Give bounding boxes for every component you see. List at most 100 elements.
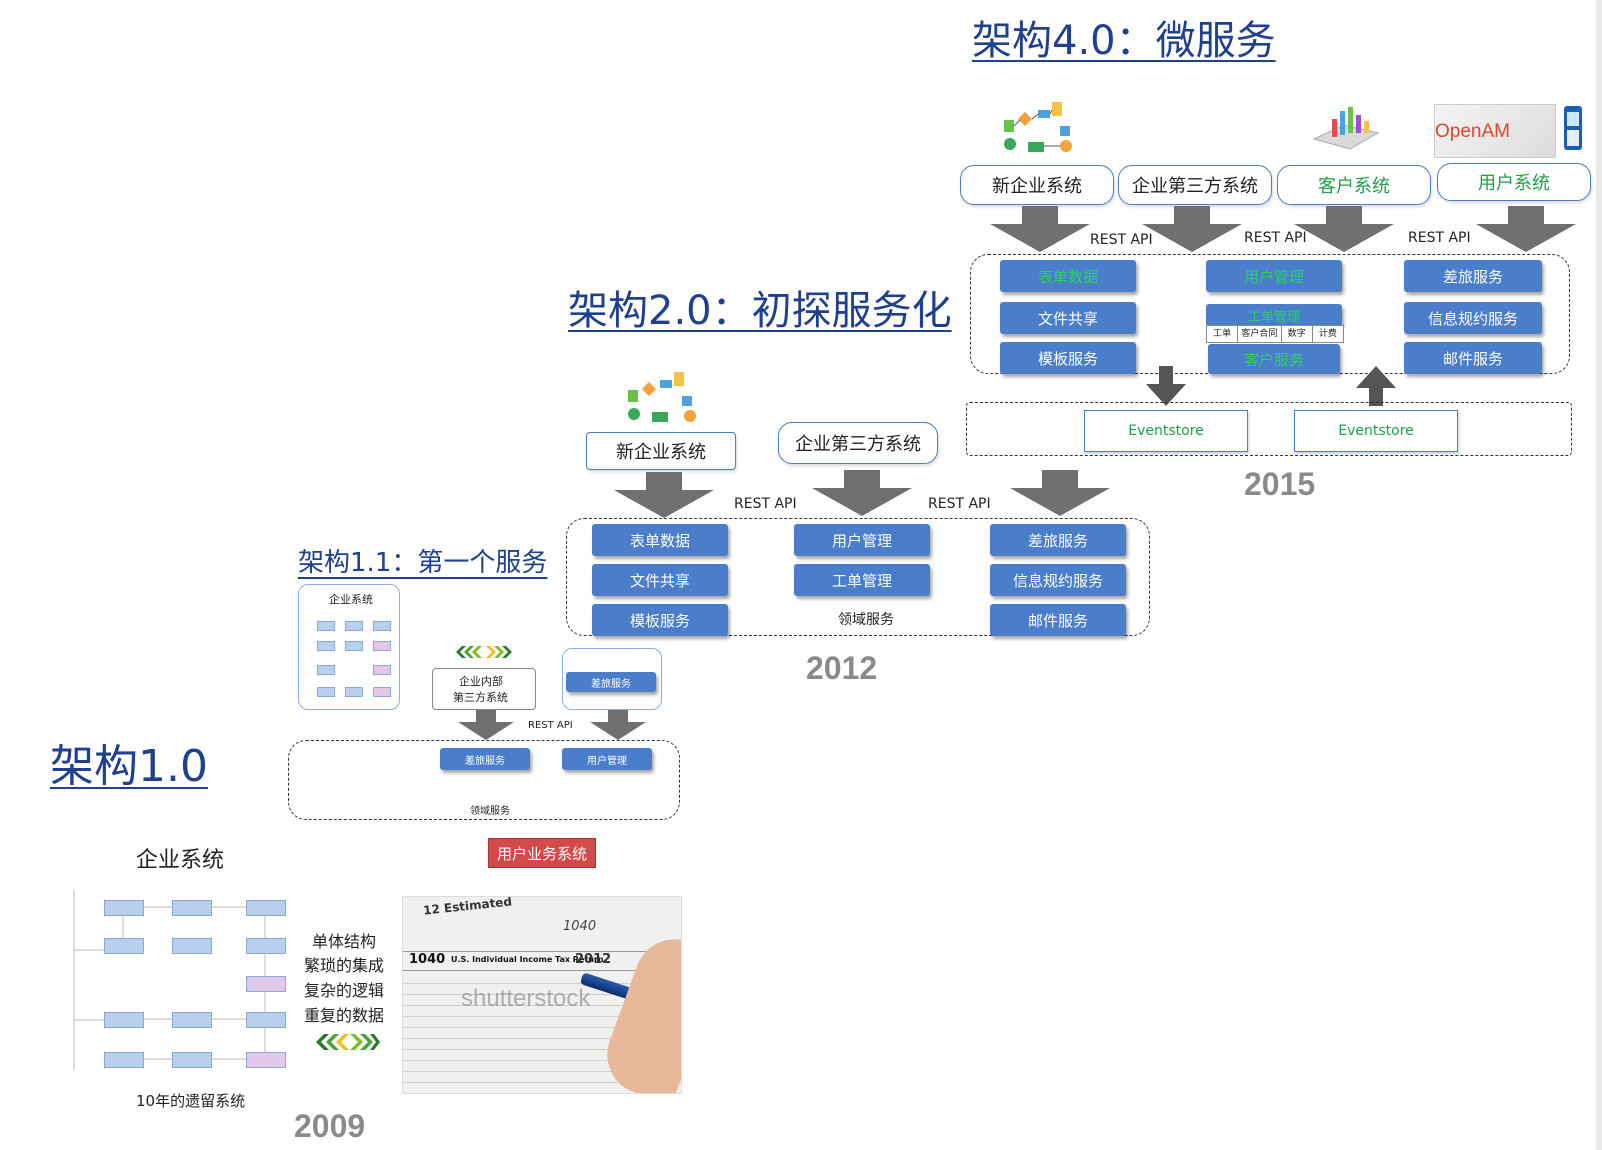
flow-node [104, 938, 144, 954]
flow-node [246, 900, 286, 916]
enterprise-flow-icon [1004, 102, 1072, 152]
eventstore-box[interactable]: Eventstore [1084, 410, 1248, 452]
flow-node [172, 938, 212, 954]
service-forms-20[interactable]: 表单数据 [592, 524, 728, 556]
bullet-logic: 复杂的逻辑 [304, 981, 385, 1000]
system-customer-40[interactable]: 客户系统 [1277, 165, 1431, 205]
chart-tablet-icon [1312, 107, 1380, 150]
flow-node [104, 1052, 144, 1068]
subtag-ticket: 工单 [1207, 326, 1239, 342]
rest-api-label: REST API [528, 720, 573, 731]
tax-form-title: U.S. Individual Income Tax Return [451, 955, 604, 964]
system-new-enterprise-20[interactable]: 新企业系统 [586, 432, 736, 470]
rest-api-label: REST API [1408, 230, 1471, 246]
subtag-contract: 客户合同 [1238, 326, 1282, 342]
arrow-down-icon [1010, 470, 1110, 516]
tax-form-image: 12 Estimated 1040 1040 U.S. Individual I… [402, 896, 682, 1094]
arrow-down-icon [1146, 366, 1186, 406]
service-forms-40[interactable]: 表单数据 [1000, 260, 1136, 292]
arch20-title: 架构2.0：初探服务化 [568, 288, 952, 334]
mobile-phone-icon [1564, 106, 1582, 150]
enterprise-system-heading: 企业系统 [136, 848, 225, 873]
enterprise-flow-icon [628, 372, 696, 422]
rest-api-label: REST API [1090, 232, 1153, 248]
bullet-data: 重复的数据 [304, 1006, 385, 1025]
year-2009: 2009 [294, 1108, 366, 1144]
arrow-down-icon [458, 710, 514, 740]
arrow-down-icon [590, 710, 646, 740]
flow-node [104, 900, 144, 916]
flow-connectors [73, 890, 266, 1070]
service-mail-40[interactable]: 邮件服务 [1404, 342, 1542, 374]
flow-node [172, 1012, 212, 1028]
scrollbar[interactable] [1596, 0, 1602, 1150]
arrow-chevrons-icon [316, 1034, 380, 1050]
arrow-down-icon [1476, 206, 1576, 252]
arrow-down-icon [990, 206, 1090, 252]
internal-third-party-line1: 企业内部 [459, 675, 503, 688]
service-user-mgmt-20[interactable]: 用户管理 [794, 524, 930, 556]
tax-form-number: 1040 [409, 952, 446, 967]
arrow-down-icon [1294, 206, 1394, 252]
service-user-mgmt-40[interactable]: 用户管理 [1206, 260, 1342, 292]
eventstore-box[interactable]: Eventstore [1294, 410, 1458, 452]
service-customer-40[interactable]: 客户服务 [1208, 344, 1340, 374]
flow-node [373, 665, 391, 675]
rest-api-label: REST API [928, 496, 991, 512]
flow-node [317, 641, 335, 651]
system-user-40[interactable]: 用户系统 [1437, 163, 1591, 201]
service-mail-20[interactable]: 邮件服务 [990, 604, 1126, 636]
tax-estimated: 12 Estimated [422, 896, 513, 918]
service-travel-11-top[interactable]: 差旅服务 [566, 672, 656, 692]
year-2015: 2015 [1244, 466, 1316, 502]
arch40-title: 架构4.0：微服务 [972, 18, 1276, 64]
openam-logo: OpenAM [1434, 104, 1556, 158]
system-third-party-40[interactable]: 企业第三方系统 [1118, 165, 1272, 205]
service-user-mgmt-11[interactable]: 用户管理 [562, 748, 652, 770]
service-template-40[interactable]: 模板服务 [1000, 342, 1136, 374]
service-file-share-20[interactable]: 文件共享 [592, 564, 728, 596]
bullet-integration: 繁琐的集成 [304, 956, 385, 975]
internal-third-party-line2: 第三方系统 [453, 691, 508, 704]
internal-third-party-box[interactable]: 企业内部 第三方系统 [432, 668, 536, 710]
flow-node [345, 641, 363, 651]
system-new-enterprise-40[interactable]: 新企业系统 [960, 165, 1114, 205]
flow-node [345, 621, 363, 631]
service-spec-40[interactable]: 信息规约服务 [1404, 302, 1542, 334]
service-ticket-mgmt-40[interactable]: 工单管理 [1206, 304, 1342, 326]
flow-node [246, 1012, 286, 1028]
service-travel-20[interactable]: 差旅服务 [990, 524, 1126, 556]
flow-node [373, 621, 391, 631]
arch10-title: 架构1.0 [50, 741, 208, 792]
flow-node [172, 1052, 212, 1068]
legacy-caption: 10年的遗留系统 [136, 1092, 246, 1110]
flow-node [345, 687, 363, 697]
service-travel-11[interactable]: 差旅服务 [440, 748, 530, 770]
arrow-down-icon [812, 470, 912, 516]
arrow-up-icon [1356, 366, 1396, 406]
arch11-title: 架构1.1：第一个服务 [298, 548, 548, 578]
flow-node [317, 621, 335, 631]
bullet-monolith: 单体结构 [312, 932, 377, 951]
openam-label: OpenAM [1435, 121, 1510, 142]
flow-node [373, 641, 391, 651]
tax-1040-handwritten: 1040 [563, 919, 597, 934]
service-travel-40[interactable]: 差旅服务 [1404, 260, 1542, 292]
flow-node [246, 1052, 286, 1068]
eventstore-container [966, 402, 1572, 456]
services-container-20 [566, 518, 1150, 636]
service-ticket-mgmt-20[interactable]: 工单管理 [794, 564, 930, 596]
arrow-chevrons-icon [456, 646, 512, 658]
arrow-down-icon [1142, 206, 1242, 252]
service-spec-20[interactable]: 信息规约服务 [990, 564, 1126, 596]
arrow-down-icon [614, 472, 714, 518]
system-third-party-20[interactable]: 企业第三方系统 [778, 422, 938, 464]
service-template-20[interactable]: 模板服务 [592, 604, 728, 636]
service-file-share-40[interactable]: 文件共享 [1000, 302, 1136, 334]
user-business-badge[interactable]: 用户业务系统 [488, 838, 596, 868]
tax-form-year: 2012 [575, 952, 612, 967]
subtag-digital: 数字 [1282, 326, 1313, 342]
legacy-flow-diagram [72, 890, 292, 1082]
flow-node [317, 687, 335, 697]
ticket-subtags: 工单 客户合同 数字 计费 [1206, 325, 1344, 343]
